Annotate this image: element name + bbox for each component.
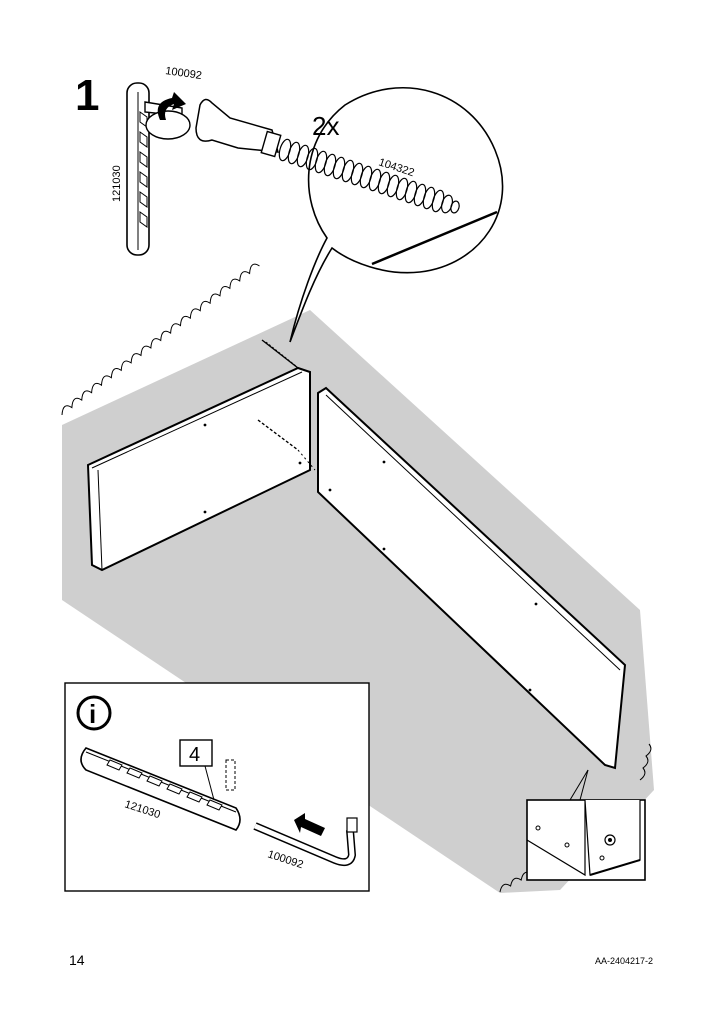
dowel-strip-horizontal xyxy=(80,747,241,831)
page-number: 14 xyxy=(69,952,85,968)
corner-detail-callout xyxy=(526,769,646,881)
info-box: i 4 121030 100092 xyxy=(64,682,370,892)
allen-key-horizontal xyxy=(253,813,358,867)
allen-key-part-number: 100092 xyxy=(165,65,203,82)
step-number: 1 xyxy=(75,71,99,120)
document-code: AA-2404217-2 xyxy=(595,956,653,966)
screw-thread xyxy=(278,138,460,214)
side-panel-long xyxy=(317,386,627,770)
screw-magnifier-callout: 2x 104322 xyxy=(195,86,504,343)
setting-number: 4 xyxy=(189,744,200,766)
screw-insert-top xyxy=(261,339,299,369)
rug-fringe-top xyxy=(61,263,260,416)
info-icon xyxy=(76,695,112,731)
rotate-arrow-icon xyxy=(157,92,186,120)
push-arrow-icon xyxy=(294,813,325,836)
dowel-strip-part-number: 121030 xyxy=(111,165,123,202)
setting-number-box xyxy=(179,739,213,767)
callout-quantity: 2x xyxy=(312,111,339,141)
rug-fringe-right xyxy=(639,743,652,781)
info-icon-symbol: i xyxy=(89,699,96,729)
dowel-pin xyxy=(225,759,236,791)
screw-insert-bottom xyxy=(257,419,316,471)
dowel-strip-vertical xyxy=(126,82,191,256)
screw-head xyxy=(195,98,280,153)
panel-edge-line xyxy=(371,210,498,266)
